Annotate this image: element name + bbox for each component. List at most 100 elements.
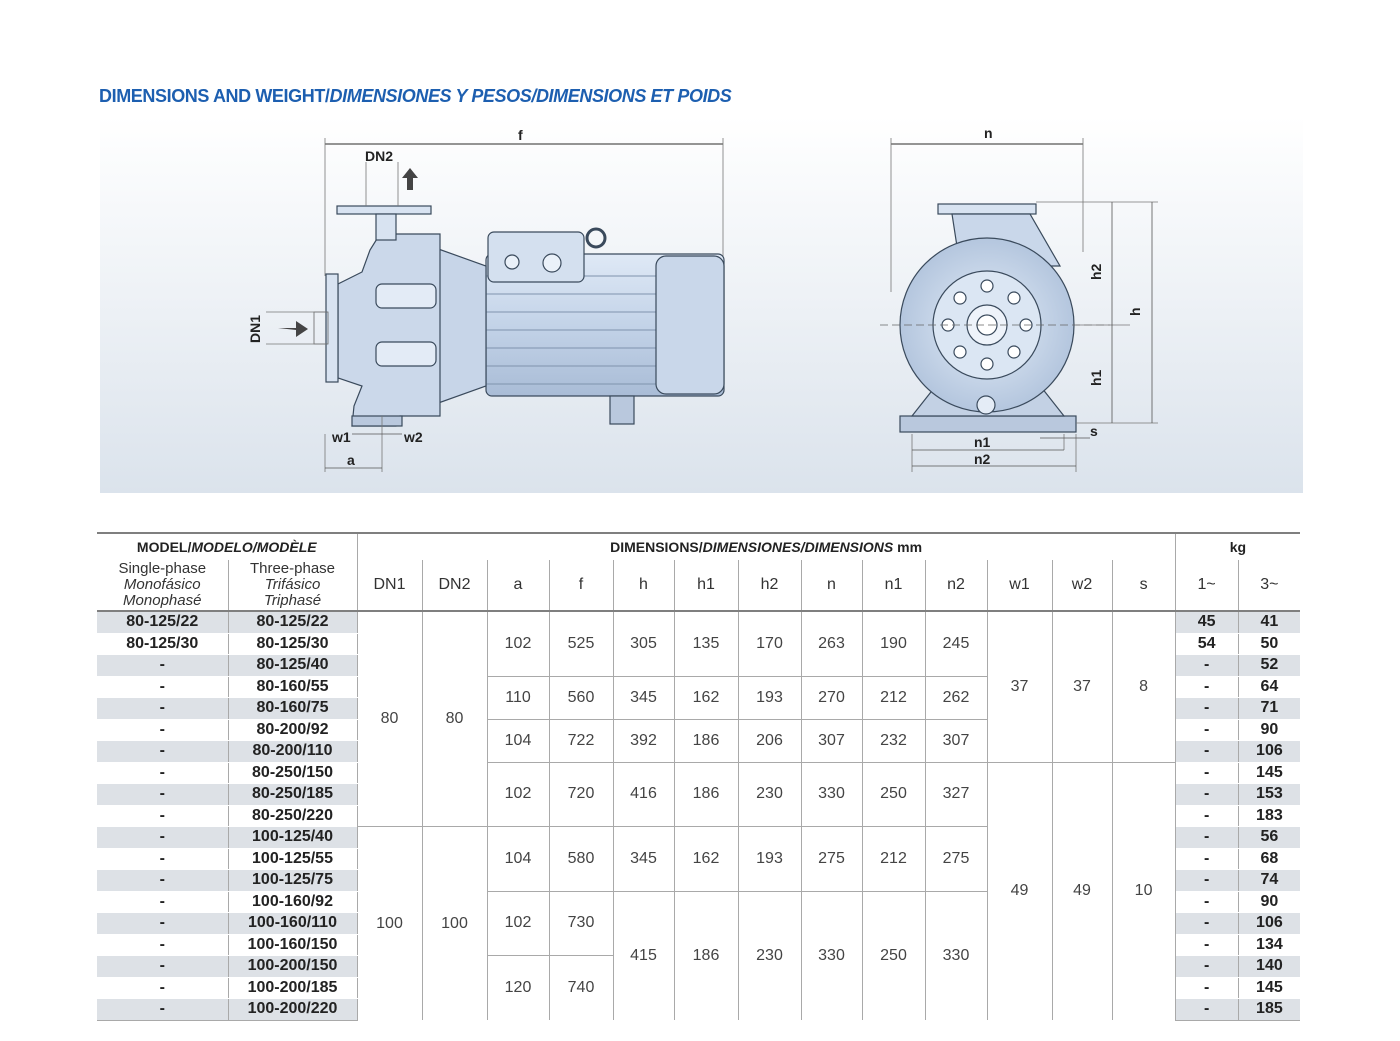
table-row: - 80-160/75 - 71 <box>97 697 1301 720</box>
header-h2: h2 <box>738 560 802 612</box>
table-row: - 100-125/75 - 74 <box>97 869 1301 892</box>
cell-single-phase: - <box>97 891 229 913</box>
dimensions-weight-table: MODEL/MODELO/MODÈLE DIMENSIONS/DIMENSION… <box>97 532 1301 1021</box>
cell-kg-three: 145 <box>1238 762 1301 784</box>
cell-n1: 232 <box>862 719 926 763</box>
cell-h: 415 <box>613 891 675 1020</box>
dim-label-h: h <box>1127 307 1143 316</box>
cell-kg-single: - <box>1175 998 1239 1021</box>
cell-three-phase: 100-200/185 <box>228 977 358 999</box>
cell-n2: 330 <box>925 891 988 1020</box>
header-s: s <box>1112 560 1176 612</box>
cell-kg-three: 183 <box>1238 805 1301 827</box>
cell-kg-three: 145 <box>1238 977 1301 999</box>
cell-single-phase: - <box>97 654 229 677</box>
cell-three-phase: 100-200/220 <box>228 998 358 1021</box>
cell-three-phase: 80-250/150 <box>228 762 358 784</box>
table-row: - 80-250/185 - 153 <box>97 783 1301 806</box>
header-n1: n1 <box>862 560 926 612</box>
cell-three-phase: 80-125/22 <box>228 611 358 634</box>
dim-label-n2: n2 <box>974 451 991 467</box>
cell-h1: 162 <box>674 676 739 720</box>
cell-kg-single: - <box>1175 719 1239 741</box>
cell-kg-three: 56 <box>1238 826 1301 849</box>
cell-s: 8 <box>1112 611 1176 763</box>
cell-three-phase: 80-125/30 <box>228 633 358 655</box>
cell-h2: 206 <box>738 719 802 763</box>
cell-h2: 193 <box>738 676 802 720</box>
table-row: - 100-160/150 - 134 <box>97 934 1301 956</box>
pump-dimension-drawing: f DN2 DN1 w1 w2 a <box>100 116 1303 493</box>
cell-n2: 245 <box>925 611 988 677</box>
cell-three-phase: 100-125/55 <box>228 848 358 870</box>
title-translations: DIMENSIONES Y PESOS/DIMENSIONS ET POIDS <box>329 86 732 106</box>
cell-h2: 170 <box>738 611 802 677</box>
cell-three-phase: 100-125/75 <box>228 869 358 892</box>
cell-single-phase: - <box>97 762 229 784</box>
cell-three-phase: 80-200/92 <box>228 719 358 741</box>
cell-three-phase: 80-200/110 <box>228 740 358 763</box>
cell-n1: 212 <box>862 676 926 720</box>
dim-label-dn1: DN1 <box>247 315 263 343</box>
cell-f: 740 <box>549 955 614 1020</box>
cell-single-phase: - <box>97 676 229 698</box>
cell-w1: 37 <box>987 611 1053 763</box>
cell-three-phase: 80-160/75 <box>228 697 358 720</box>
cell-n: 263 <box>801 611 863 677</box>
cell-f: 525 <box>549 611 614 677</box>
cell-kg-three: 106 <box>1238 912 1301 935</box>
header-w1: w1 <box>987 560 1053 612</box>
cell-h2: 230 <box>738 891 802 1020</box>
dim-label-a: a <box>347 452 355 468</box>
inlet-arrow-icon <box>278 321 308 337</box>
cell-f: 560 <box>549 676 614 720</box>
header-f: f <box>549 560 614 612</box>
cell-single-phase: - <box>97 826 229 849</box>
cell-kg-single: - <box>1175 955 1239 978</box>
header-dn1: DN1 <box>357 560 423 612</box>
cell-three-phase: 100-125/40 <box>228 826 358 849</box>
cell-h: 392 <box>613 719 675 763</box>
cell-h: 416 <box>613 762 675 827</box>
cell-three-phase: 80-160/55 <box>228 676 358 698</box>
cell-w2: 49 <box>1052 762 1113 1020</box>
dim-label-n: n <box>984 125 993 141</box>
cell-w1: 49 <box>987 762 1053 1020</box>
cell-h1: 162 <box>674 826 739 892</box>
cell-dn1: 100 <box>357 826 423 1020</box>
cell-kg-single: - <box>1175 676 1239 698</box>
cell-kg-three: 64 <box>1238 676 1301 698</box>
cell-kg-three: 90 <box>1238 719 1301 741</box>
cell-kg-single: - <box>1175 697 1239 720</box>
cell-three-phase: 100-160/92 <box>228 891 358 913</box>
page-title: DIMENSIONS AND WEIGHT/DIMENSIONES Y PESO… <box>99 86 732 107</box>
cell-n2: 262 <box>925 676 988 720</box>
cell-single-phase: - <box>97 955 229 978</box>
cell-single-phase: - <box>97 977 229 999</box>
cell-single-phase: - <box>97 998 229 1021</box>
cell-kg-single: - <box>1175 762 1239 784</box>
dim-label-w1: w1 <box>331 429 351 445</box>
cell-kg-single: - <box>1175 826 1239 849</box>
cell-kg-single: - <box>1175 934 1239 956</box>
header-model: MODEL/MODELO/MODÈLE <box>97 532 358 560</box>
cell-kg-single: - <box>1175 848 1239 870</box>
cell-kg-three: 68 <box>1238 848 1301 870</box>
cell-three-phase: 100-160/150 <box>228 934 358 956</box>
cell-kg-three: 52 <box>1238 654 1301 677</box>
cell-kg-single: - <box>1175 912 1239 935</box>
cell-a: 102 <box>487 611 550 677</box>
dim-label-h2: h2 <box>1088 263 1104 280</box>
cell-n1: 212 <box>862 826 926 892</box>
cell-kg-three: 74 <box>1238 869 1301 892</box>
header-kg: kg <box>1175 532 1301 560</box>
cell-kg-single: - <box>1175 805 1239 827</box>
cell-kg-single: 45 <box>1175 611 1239 634</box>
cell-a: 104 <box>487 826 550 892</box>
table-row: - 100-160/110 - 106 <box>97 912 1301 935</box>
cell-kg-three: 90 <box>1238 891 1301 913</box>
cell-kg-three: 41 <box>1238 611 1301 634</box>
table-row: - 80-200/92 104 722 392 186 206 307 232 … <box>97 719 1301 763</box>
cell-kg-three: 185 <box>1238 998 1301 1021</box>
